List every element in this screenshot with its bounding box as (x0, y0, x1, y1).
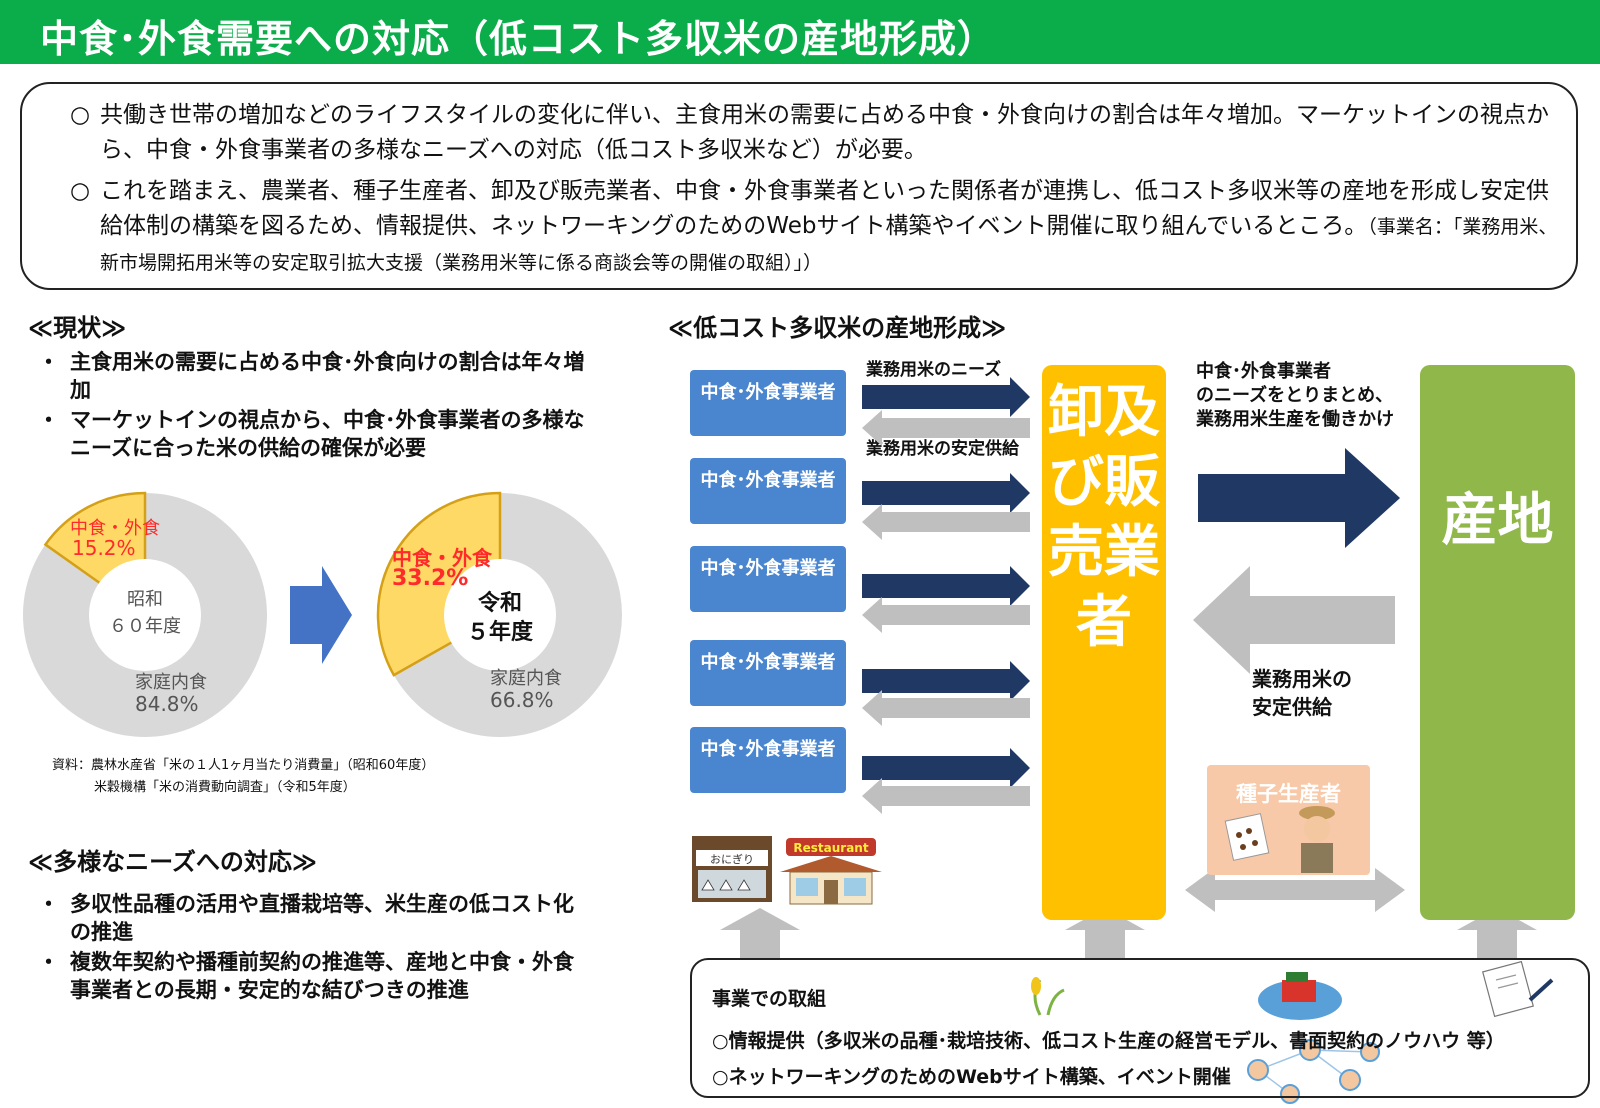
donut-1-home-value: 84.8% (135, 692, 199, 716)
donut-2-center-line2: ５年度 (466, 620, 533, 645)
title-bar (0, 0, 1600, 64)
donut-1-center-line2: ６０年度 (109, 616, 181, 637)
current-bullet-1-text: 主食用米の需要に占める中食･外食向けの割合は年々増加 (70, 350, 585, 402)
seed-double-arrow-icon (1185, 868, 1405, 912)
aggregate-line-3: 業務用米生産を働きかけ (1196, 409, 1394, 430)
donut-charts (23, 491, 622, 737)
rice-plant-icon (1031, 977, 1065, 1016)
customer-box-2: 中食･外食事業者 (690, 458, 846, 524)
onigiri-shop-icon: おにぎり (692, 836, 772, 902)
needs-bullet-2-text: 複数年契約や播種前契約の推進等、産地と中食・外食事業者との長期・安定的な結びつき… (70, 950, 574, 1002)
needs-arrow-5-icon (862, 748, 1030, 788)
program-name-note: （事業名：「業務用米、新市場開拓用米等の安定取引拡大支援（業務用米等に係る商談会… (100, 216, 1558, 274)
production-region-label: 産地 (1441, 488, 1554, 553)
up-arrows (720, 908, 1537, 958)
seed-producer-label: 種子生産者 (1236, 782, 1341, 806)
initiatives-box: 事業での取組 ○情報提供（多収米の品種･栽培技術、低コスト生産の経営モデル、書面… (690, 958, 1590, 1098)
supply-arrow-2-icon (862, 504, 1030, 540)
donut-1-hole (89, 559, 201, 671)
stable-supply-text: 業務用米の 安定供給 (1252, 665, 1352, 721)
initiative-item-2: ○ネットワーキングのためのWebサイト構築、イベント開催 (712, 1066, 1231, 1088)
current-bullet-2: ・ マーケットインの視点から、中食･外食事業者の多様なニーズに合った米の供給の確… (38, 406, 598, 462)
stable-line-2: 安定供給 (1252, 695, 1332, 719)
contract-document-icon (1481, 960, 1554, 1018)
donut-2 (376, 491, 622, 737)
summary-text-2-main: これを踏まえ、農業者、種子生産者、卸及び販売業者、中食・外食事業者といった関係者… (100, 178, 1549, 239)
current-bullet-2-text: マーケットインの視点から、中食･外食事業者の多様なニーズに合った米の供給の確保が… (70, 408, 585, 460)
current-heading: ≪現状≫ (28, 314, 127, 342)
supply-arrow-4-icon (862, 690, 1030, 726)
donut-2-center-line1: 令和 (477, 591, 522, 616)
customer-box-1: 中食･外食事業者 (690, 370, 846, 436)
supply-arrow-1-icon (862, 410, 1030, 446)
needs-arrow-4-icon (862, 661, 1030, 701)
big-supply-arrow-icon (1193, 566, 1395, 674)
initiative-item-1: ○情報提供（多収米の品種･栽培技術、低コスト生産の経営モデル、書面契約のノウハウ… (712, 1030, 1505, 1052)
source-line-2: 米穀機構「米の消費動向調査」（令和5年度） (94, 780, 356, 795)
aggregate-line-2: のニーズをとりまとめ、 (1196, 385, 1394, 406)
summary-paragraph-1: ○ 共働き世帯の増加などのライフスタイルの変化に伴い、主食用米の需要に占める中食… (70, 98, 1570, 168)
donut-1-center-line1: 昭和 (127, 589, 163, 610)
customer-box-4: 中食･外食事業者 (690, 640, 846, 706)
current-bullet-1: ・ 主食用米の需要に占める中食･外食向けの割合は年々増加 (38, 348, 598, 404)
transition-arrow-icon (290, 566, 352, 664)
donut-1-eat-out-value: 15.2% (72, 536, 136, 560)
customer-box-3: 中食･外食事業者 (690, 546, 846, 612)
needs-heading: ≪多様なニーズへの対応≫ (28, 848, 318, 876)
needs-bullet-1-text: 多収性品種の活用や直播栽培等、米生産の低コスト化の推進 (70, 892, 574, 944)
circle-marker: ○ (70, 178, 91, 204)
donut-2-eat-out-label: 中食・外食 (392, 546, 492, 570)
donut-2-hole (444, 559, 556, 671)
rice-harvester-icon (1258, 972, 1342, 1020)
donut-1-eat-out-label: 中食・外食 (70, 518, 160, 539)
restaurant-sign-text: Restaurant (793, 841, 868, 855)
source-line-1: 資料：農林水産省「米の１人1ヶ月当たり消費量」（昭和60年度） (52, 758, 435, 773)
donut-1 (23, 491, 268, 737)
aggregate-line-1: 中食･外食事業者 (1196, 361, 1331, 382)
donut-2-home-value: 66.8% (490, 688, 554, 712)
up-arrow-3-icon (1457, 908, 1537, 958)
needs-arrow-2-icon (862, 473, 1030, 513)
bullet-mark: ・ (38, 892, 59, 916)
production-region-bar (1420, 365, 1575, 920)
needs-arrows (862, 377, 1030, 788)
needs-arrow-3-icon (862, 566, 1030, 606)
supply-arrows (862, 410, 1030, 814)
needs-bullet-2: ・ 複数年契約や播種前契約の推進等、産地と中食・外食事業者との長期・安定的な結び… (38, 948, 578, 1004)
bullet-mark: ・ (38, 408, 59, 432)
supply-arrow-label: 業務用米の安定供給 (866, 439, 1019, 459)
summary-paragraph-2: ○ これを踏まえ、農業者、種子生産者、卸及び販売業者、中食・外食事業者といった関… (70, 174, 1570, 281)
bullet-mark: ・ (38, 950, 59, 974)
up-arrow-1-icon (720, 908, 800, 958)
circle-marker: ○ (70, 102, 91, 128)
network-people-icon (1247, 1039, 1380, 1104)
restaurant-icon: Restaurant (780, 838, 882, 905)
big-request-arrow-icon (1198, 448, 1400, 548)
aggregate-text: 中食･外食事業者 のニーズをとりまとめ、 業務用米生産を働きかけ (1196, 360, 1394, 432)
summary-box: ○ 共働き世帯の増加などのライフスタイルの変化に伴い、主食用米の需要に占める中食… (20, 82, 1578, 290)
donut-1-home-label: 家庭内食 (135, 672, 207, 693)
initiatives-heading: 事業での取組 (712, 988, 827, 1010)
summary-text-2: これを踏まえ、農業者、種子生産者、卸及び販売業者、中食・外食事業者といった関係者… (70, 174, 1570, 281)
needs-bullet-1: ・ 多収性品種の活用や直播栽培等、米生産の低コスト化の推進 (38, 890, 578, 946)
page-title: 中食･外食需要への対応（低コスト多収米の産地形成） (40, 17, 997, 61)
needs-arrow-1-icon (862, 377, 1030, 417)
wholesaler-label: 卸及び販売業者 (1048, 380, 1160, 655)
stable-line-1: 業務用米の (1252, 667, 1352, 691)
needs-arrow-label: 業務用米のニーズ (866, 360, 1002, 380)
formation-heading: ≪低コスト多収米の産地形成≫ (668, 314, 1007, 342)
bullet-mark: ・ (38, 350, 59, 374)
supply-arrow-5-icon (862, 778, 1030, 814)
customer-box-5: 中食･外食事業者 (690, 727, 846, 793)
wholesaler-bar (1042, 365, 1166, 920)
supply-arrow-3-icon (862, 597, 1030, 633)
donut-2-home-label: 家庭内食 (490, 668, 562, 689)
summary-text-1: 共働き世帯の増加などのライフスタイルの変化に伴い、主食用米の需要に占める中食・外… (100, 102, 1549, 163)
onigiri-sign-text: おにぎり (710, 852, 754, 866)
seed-producer-figure (1224, 806, 1335, 873)
donut-2-eat-out-value: 33.2% (392, 566, 469, 591)
up-arrow-2-icon (1065, 908, 1145, 958)
